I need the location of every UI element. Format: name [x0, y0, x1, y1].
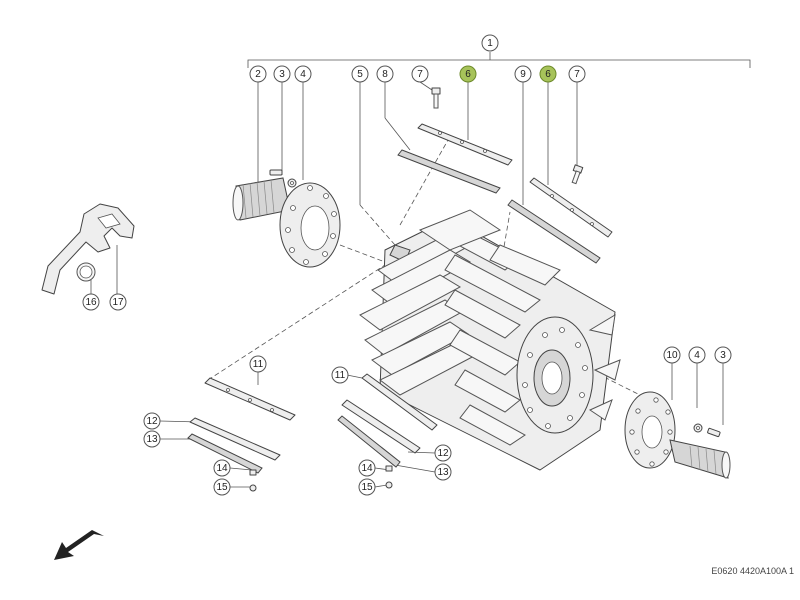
callout-circle	[688, 346, 706, 364]
callout-4: 4	[688, 346, 706, 364]
callout-circle	[82, 293, 100, 311]
bolt-and-washer-left	[269, 169, 297, 188]
bolt-and-washer-right	[693, 423, 721, 438]
callout-2: 2	[249, 65, 267, 83]
callout-label: 13	[437, 467, 449, 478]
callout-label: 7	[574, 69, 580, 80]
callout-13: 13	[143, 430, 161, 448]
callout-circle	[434, 444, 452, 462]
callout-label: 10	[666, 350, 678, 361]
callout-circle	[358, 478, 376, 496]
drawing-reference-code: E0620 4420A100A 1	[711, 566, 794, 576]
callout-10: 10	[663, 346, 681, 364]
callout-circle	[273, 65, 291, 83]
callout-14: 14	[213, 459, 231, 477]
callout-label: 14	[216, 463, 228, 474]
callout-label: 4	[300, 69, 306, 80]
arrow-down-left-icon	[54, 530, 104, 560]
bracket-and-ring	[41, 203, 135, 295]
callout-circle	[714, 346, 732, 364]
callout-circle	[663, 346, 681, 364]
callout-circle	[213, 459, 231, 477]
callout-14: 14	[358, 459, 376, 477]
callout-circle	[294, 65, 312, 83]
rotor-drum	[359, 209, 621, 471]
callout-label: 12	[146, 416, 158, 427]
callout-label: 8	[382, 69, 388, 80]
callout-16: 16	[82, 293, 100, 311]
callout-13: 13	[434, 463, 452, 481]
callout-circle	[459, 65, 477, 83]
callout-3: 3	[273, 65, 291, 83]
callout-circle	[249, 65, 267, 83]
callout-5: 5	[351, 65, 369, 83]
callout-label: 2	[255, 69, 261, 80]
callout-label: 16	[85, 297, 97, 308]
lower-strips-left	[187, 377, 296, 492]
callout-8: 8	[376, 65, 394, 83]
callout-6: 6	[459, 65, 477, 83]
callout-15: 15	[213, 478, 231, 496]
callout-3: 3	[714, 346, 732, 364]
callout-circle	[481, 34, 499, 52]
callout-circle	[213, 478, 231, 496]
right-shaft-flange	[624, 391, 731, 479]
callout-label: 1	[487, 38, 493, 49]
callout-circle	[411, 65, 429, 83]
callout-12: 12	[434, 444, 452, 462]
callout-6: 6	[539, 65, 557, 83]
callout-circle	[249, 355, 267, 373]
callout-4: 4	[294, 65, 312, 83]
callout-circle	[568, 65, 586, 83]
callout-circle	[434, 463, 452, 481]
callout-circle	[358, 459, 376, 477]
callout-7: 7	[411, 65, 429, 83]
callout-circle	[143, 412, 161, 430]
callout-label: 5	[357, 69, 363, 80]
callout-circle	[143, 430, 161, 448]
callout-label: 7	[417, 69, 423, 80]
callout-9: 9	[514, 65, 532, 83]
callout-circle	[109, 293, 127, 311]
callout-label: 9	[520, 69, 526, 80]
callout-1: 1	[481, 34, 499, 52]
callout-label: 15	[216, 482, 228, 493]
callout-label: 17	[112, 297, 124, 308]
callout-circle	[376, 65, 394, 83]
callout-17: 17	[109, 293, 127, 311]
callout-label: 4	[694, 350, 700, 361]
callout-11: 11	[249, 355, 267, 373]
callout-label: 13	[146, 434, 158, 445]
callout-7: 7	[568, 65, 586, 83]
callout-label: 3	[279, 69, 285, 80]
left-shaft-flange	[232, 177, 341, 268]
callout-label: 11	[335, 370, 346, 381]
callout-circle	[351, 65, 369, 83]
callout-11: 11	[331, 366, 349, 384]
callout-label: 6	[545, 69, 551, 80]
callout-circle	[539, 65, 557, 83]
callout-label: 15	[361, 482, 373, 493]
callout-12: 12	[143, 412, 161, 430]
callout-label: 11	[253, 359, 264, 370]
callout-label: 6	[465, 69, 471, 80]
callout-label: 3	[720, 350, 726, 361]
lower-strips-center	[337, 373, 438, 489]
callout-15: 15	[358, 478, 376, 496]
callout-label: 12	[437, 448, 449, 459]
callout-circle	[331, 366, 349, 384]
upper-strips	[397, 87, 613, 264]
callout-circle	[514, 65, 532, 83]
callout-label: 14	[361, 463, 373, 474]
group-bracket	[247, 52, 751, 68]
